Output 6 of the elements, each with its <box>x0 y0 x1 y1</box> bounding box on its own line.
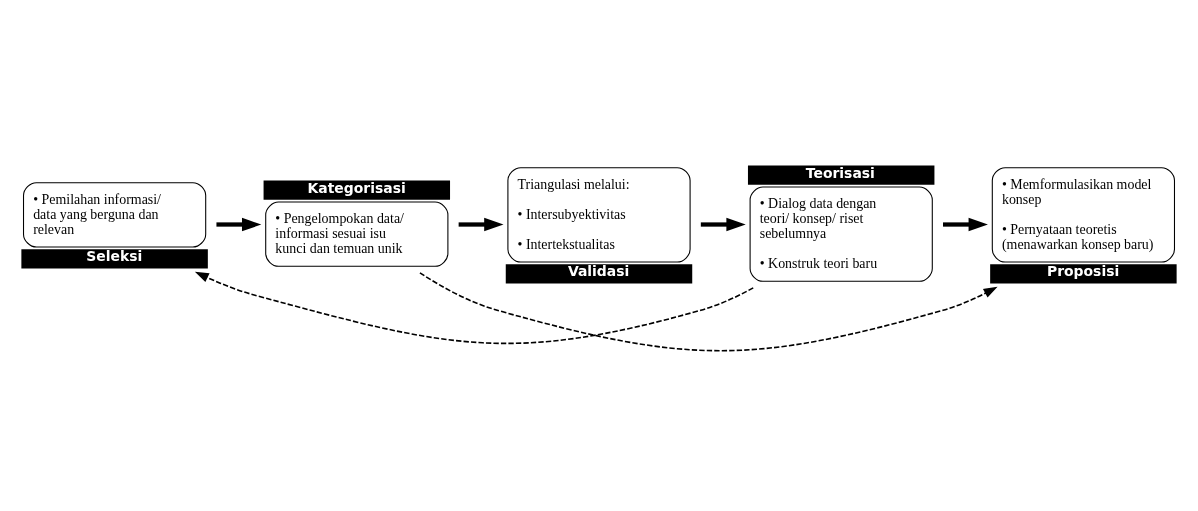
arrow <box>943 217 988 231</box>
arrow <box>458 217 504 231</box>
arrow <box>216 217 262 231</box>
arrow <box>194 271 755 344</box>
arrow <box>419 271 998 352</box>
arrow <box>700 217 746 231</box>
